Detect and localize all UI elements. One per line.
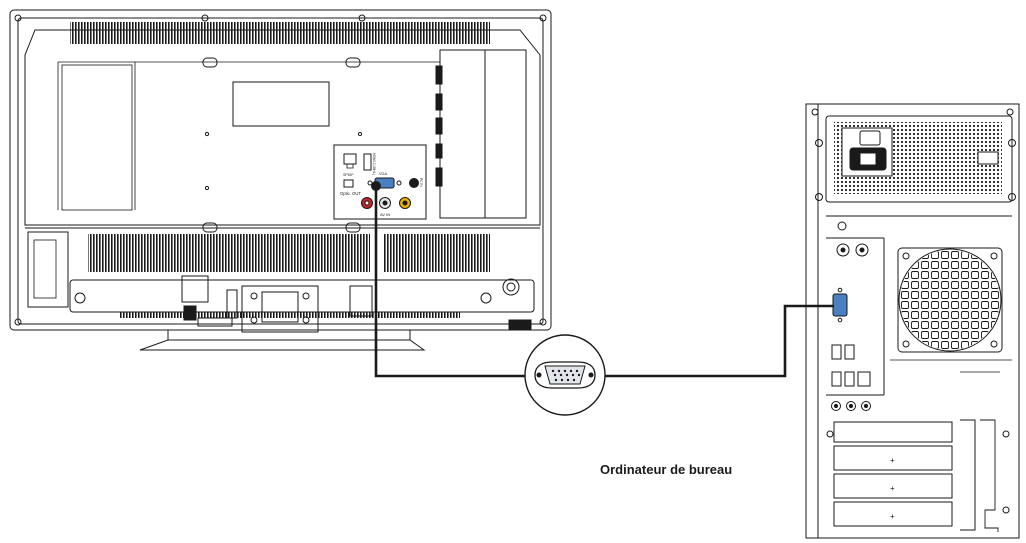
tower-psu xyxy=(815,115,1016,203)
spdif-label: SPDIF xyxy=(343,173,354,177)
lan-port xyxy=(857,371,871,387)
pc-audio-port xyxy=(409,178,419,188)
av-in-label: AV IN xyxy=(380,212,390,217)
tv-upper-cover xyxy=(24,29,541,226)
tower-outer-case xyxy=(805,103,1020,539)
vga-label: VGA xyxy=(379,172,387,176)
tv-top-vents xyxy=(70,22,490,44)
vga-cable xyxy=(371,181,834,378)
svg-text:+: + xyxy=(890,456,895,465)
tv-label-plate xyxy=(232,81,330,127)
tv-rear-io-panel: SPDIF Optic. OUT HDMI 2 (MHL) VGA PC IN … xyxy=(333,144,427,220)
optical-out-port xyxy=(343,179,354,188)
tv-lower-vents-right xyxy=(384,234,490,272)
audio-jack-2 xyxy=(846,401,856,411)
svg-text:+: + xyxy=(890,484,895,493)
vga-cable-path xyxy=(374,184,834,378)
usb-port-3 xyxy=(831,371,842,387)
ps2-port-1 xyxy=(836,243,850,257)
hdmi-port xyxy=(363,153,372,171)
tower-vga-port xyxy=(832,293,848,317)
audio-jack-3 xyxy=(861,401,871,411)
tower-fan-grill xyxy=(897,247,1003,353)
optical-out-label: Optic. OUT xyxy=(340,191,361,196)
psu-power-switch xyxy=(859,130,881,146)
tv-lower-housing xyxy=(69,279,535,313)
tv-outer-frame xyxy=(9,9,552,331)
vga-connector-callout xyxy=(524,334,606,416)
usb-port-1 xyxy=(831,344,842,360)
desktop-computer-label: Ordinateur de bureau xyxy=(600,462,733,477)
tv-side-input-box xyxy=(435,49,527,219)
tv-back: SPDIF Optic. OUT HDMI 2 (MHL) VGA PC IN … xyxy=(9,9,552,351)
tower-expansion-slots: + + + xyxy=(826,419,1010,532)
svg-text:+: + xyxy=(890,512,895,521)
usb-port-4 xyxy=(844,371,855,387)
pc-audio-label: PC IN xyxy=(419,178,423,187)
tv-frame-screws xyxy=(14,14,547,326)
ps2-port-2 xyxy=(855,243,869,257)
audio-jack-1 xyxy=(831,401,841,411)
desktop-tower: + + + xyxy=(805,103,1020,539)
tv-stand-base xyxy=(139,339,426,351)
tv-lower-vents-left xyxy=(88,234,370,272)
hdmi-label: HDMI 2 (MHL) xyxy=(372,153,376,175)
tv-inner-frame xyxy=(17,17,544,325)
usb-port-2 xyxy=(844,344,855,360)
spdif-port xyxy=(343,153,357,165)
